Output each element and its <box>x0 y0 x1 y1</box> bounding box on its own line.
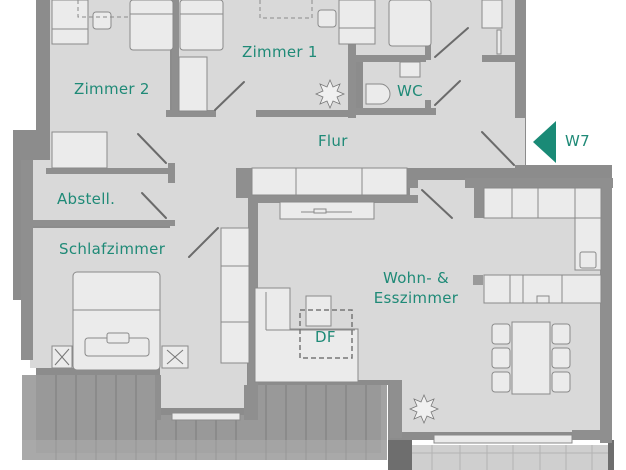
doors <box>137 27 515 258</box>
room-label-esszimmer: Esszimmer <box>373 289 459 307</box>
entrance-triangle-left-icon <box>533 121 556 163</box>
room-label-wohn-esszimmer: Wohn- & Esszimmer <box>368 268 464 308</box>
floor <box>22 0 600 432</box>
room-label-zimmer-2: Zimmer 2 <box>74 80 150 98</box>
room-label-schlafzimmer: Schlafzimmer <box>59 240 166 258</box>
room-label-abstell: Abstell. <box>57 190 116 208</box>
furniture <box>51 0 602 444</box>
room-label-zimmer-1: Zimmer 1 <box>242 43 318 61</box>
room-label-flur: Flur <box>318 132 348 150</box>
entrance-label: W7 <box>565 132 590 150</box>
room-label-wohn: Wohn- & <box>382 269 450 287</box>
room-label-wc: WC <box>397 82 423 100</box>
interior-walls <box>21 0 613 443</box>
terrace-tiles <box>388 440 614 470</box>
plant-icon <box>314 78 440 425</box>
room-label-df: DF <box>315 328 336 346</box>
